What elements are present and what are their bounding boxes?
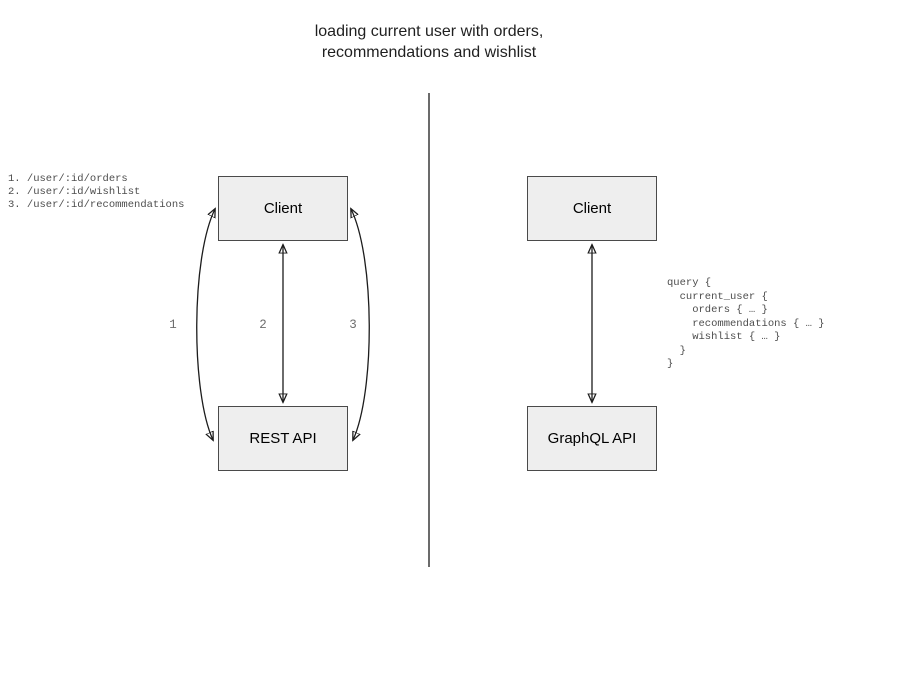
query-line: recommendations { … }	[667, 317, 825, 330]
rest-endpoint-wishlist: 2. /user/:id/wishlist	[8, 186, 141, 198]
client-box-rest: Client	[218, 176, 348, 241]
rest-api-box: REST API	[218, 406, 348, 471]
client-box-graphql-label: Client	[572, 200, 612, 217]
query-line: }	[667, 344, 686, 357]
query-line: orders { … }	[667, 304, 768, 316]
query-line: current_user {	[667, 290, 768, 303]
arrow-label-1: 1	[169, 318, 177, 332]
rest-endpoint-list: 1. /user/:id/orders 2. /user/:id/wishlis…	[8, 173, 184, 212]
query-line: wishlist { … }	[667, 331, 781, 343]
graphql-query-snippet: query { current_user { orders { … } reco…	[667, 277, 825, 372]
query-line: }	[667, 358, 674, 370]
vertical-divider	[428, 93, 430, 567]
graphql-api-box-label: GraphQL API	[547, 430, 637, 447]
arrow-label-3: 3	[349, 318, 357, 332]
graphql-api-box: GraphQL API	[527, 406, 657, 471]
rest-endpoint-orders: 1. /user/:id/orders	[8, 173, 128, 185]
diagram-title: loading current user with orders, recomm…	[314, 23, 544, 61]
client-box-rest-label: Client	[263, 200, 303, 217]
query-line: query {	[667, 277, 712, 289]
rest-endpoint-recommendations: 3. /user/:id/recommendations	[8, 199, 185, 211]
arrow-label-2: 2	[259, 318, 267, 332]
client-box-graphql: Client	[527, 176, 657, 241]
arrow-orders-curve	[196, 209, 215, 440]
rest-api-box-label: REST API	[249, 430, 317, 447]
